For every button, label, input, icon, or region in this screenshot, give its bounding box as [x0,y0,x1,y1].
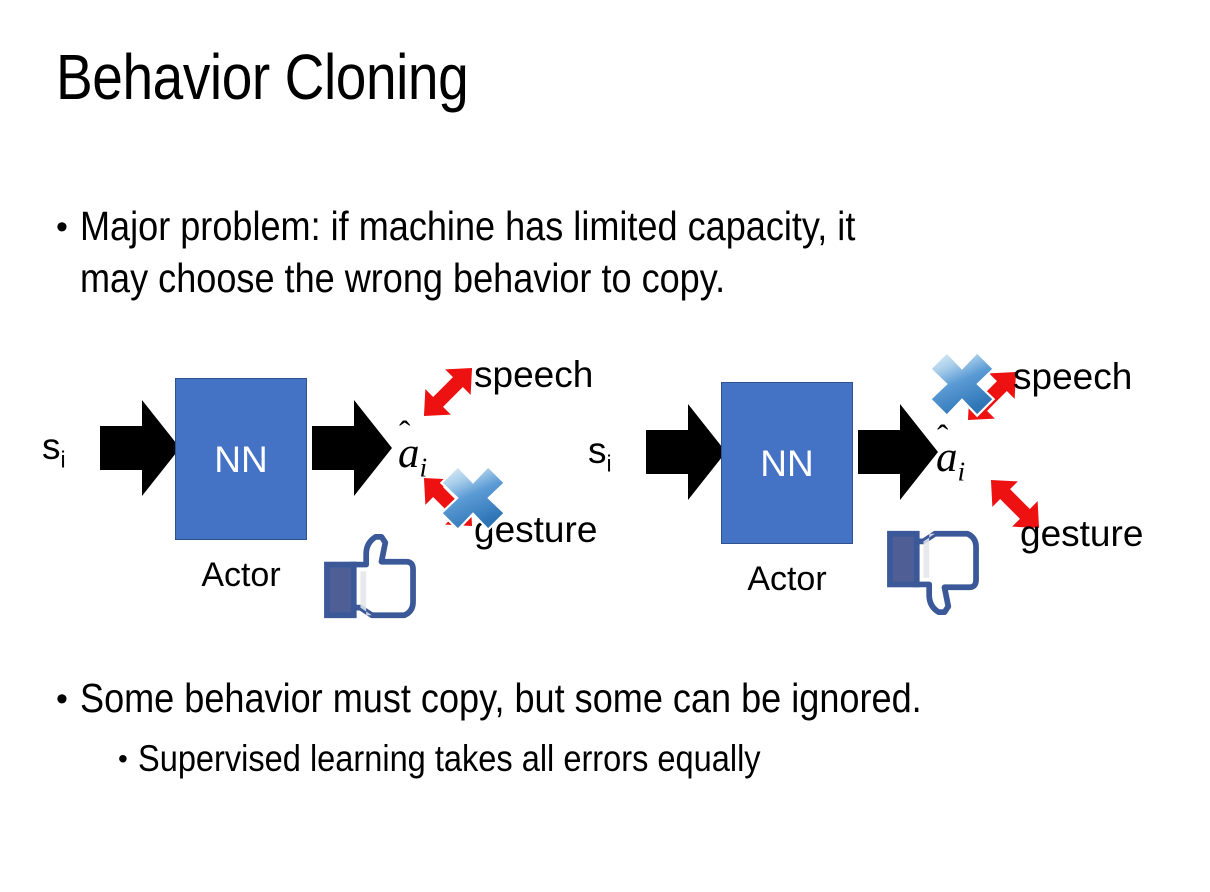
right-thumbs-down-icon [887,530,979,616]
right-speech-label: speech [1013,356,1133,397]
bullet-marker-icon: • [118,743,128,774]
bullet-item-some-behavior: • Some behavior must copy, but some can … [56,672,1186,724]
right-nn-label: NN [760,442,814,484]
left-nn-box: NN [175,378,307,540]
left-nn-label: NN [214,438,268,480]
right-input-arrow-icon [646,404,726,500]
bullet-text: Supervised learning takes all errors equ… [137,738,761,779]
right-input-state-label: si [588,430,612,477]
bullet-item-supervised-learning: • Supervised learning takes all errors e… [118,735,1198,782]
left-input-state-label: si [42,426,66,473]
right-nn-box: NN [721,382,853,544]
right-gesture-arrow-icon [990,479,1040,529]
right-speech-arrow-icon [967,371,1017,421]
left-speech-arrow-icon [423,367,473,417]
right-actor-caption: Actor [747,560,827,598]
bullet-text: Some behavior must copy, but some can be… [79,675,922,721]
left-gesture-label: gesture [474,509,598,550]
bullet-marker-icon: • [56,680,68,718]
right-output-arrow-icon [858,404,938,500]
left-gesture-arrow-icon [423,477,473,527]
left-thumbs-up-icon [324,533,416,619]
left-input-arrow-icon [100,400,180,496]
bullet-text: Major problem: if machine has limited ca… [79,203,856,302]
bullet-marker-icon: • [56,208,68,246]
left-output-arrow-icon [312,400,392,496]
left-actor-caption: Actor [201,556,281,594]
left-gesture-cross-icon [439,464,507,532]
right-speech-cross-icon [928,350,996,418]
page-title: Behavior Cloning [56,41,469,113]
bullet-item-major-problem: • Major problem: if machine has limited … [56,200,1156,305]
right-gesture-label: gesture [1020,513,1144,554]
left-speech-label: speech [474,354,594,395]
